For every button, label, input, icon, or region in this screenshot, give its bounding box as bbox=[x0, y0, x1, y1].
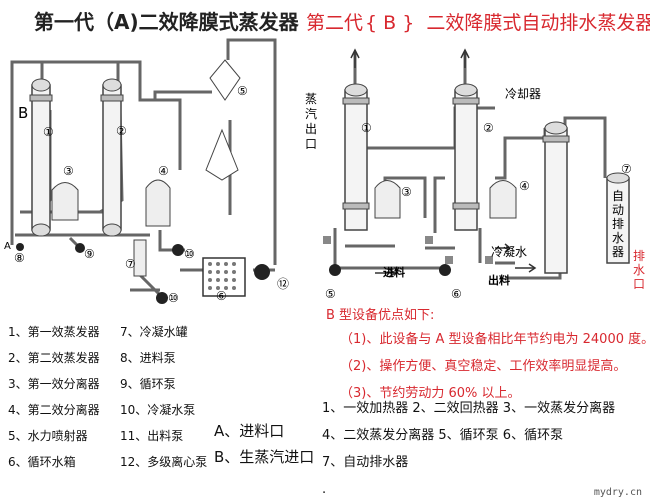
label-a-6: ⑥ bbox=[216, 289, 227, 303]
circulating-water-tank-icon bbox=[202, 257, 246, 297]
diagram-gen2: 蒸 汽 出 口 冷却器 冷凝水 进料 出料 自 动 排 水 器 排 水 口 ① … bbox=[305, 48, 645, 298]
parts-item: . bbox=[322, 482, 327, 497]
advantage-item: （2)、操作方便、真空稳定、工作效率明显提高。 bbox=[340, 359, 627, 374]
label-a-12: ⑫ bbox=[277, 277, 289, 291]
label-a-4: ④ bbox=[158, 164, 169, 178]
legend-item: A、进料口 bbox=[214, 422, 285, 440]
separator-2-icon bbox=[145, 179, 171, 227]
title-gen2-paren-close: } bbox=[402, 12, 415, 34]
label-drain-port-1: 排 bbox=[633, 249, 645, 263]
label-auto-drain-4: 水 bbox=[612, 231, 624, 245]
condensate-pump-icon bbox=[172, 244, 184, 256]
label-feed: 进料 bbox=[383, 265, 405, 279]
advantages-title: B 型设备优点如下: bbox=[326, 308, 435, 323]
legend-item: 3、第一效分离器 bbox=[8, 377, 100, 391]
label-b-4: ④ bbox=[519, 179, 530, 193]
separator-b-2-icon bbox=[489, 180, 517, 219]
legend-a-right: A、进料口 B、生蒸汽进口 bbox=[214, 418, 314, 470]
label-b-6: ⑥ bbox=[451, 287, 462, 298]
title-gen2-suffix: 二效降膜式自动排水蒸发器 bbox=[426, 12, 650, 34]
label-steam-out-3: 出 bbox=[305, 122, 317, 136]
label-auto-drain-1: 自 bbox=[612, 189, 624, 203]
circulation-pump-icon bbox=[75, 243, 85, 253]
legend-item: 12、多级离心泵 bbox=[120, 455, 208, 469]
legend-a-left: 1、第一效蒸发器 2、第二效蒸发器 3、第一效分离器 4、第二效分离器 5、水力… bbox=[8, 319, 100, 475]
legend-item: 5、水力喷射器 bbox=[8, 429, 88, 443]
label-a-8: ⑧ bbox=[14, 251, 25, 265]
label-discharge: 出料 bbox=[488, 273, 510, 287]
legend-item: 9、循环泵 bbox=[120, 377, 176, 391]
legend-a-mid: 7、冷凝水罐 8、进料泵 9、循环泵 10、冷凝水泵 11、出料泵 12、多级离… bbox=[120, 319, 207, 475]
legend-item: 4、第二效分离器 bbox=[8, 403, 100, 417]
label-b-3: ③ bbox=[401, 185, 412, 199]
discharge-pump-icon bbox=[156, 292, 168, 304]
title-gen1: 第一代（A)二效降膜式蒸发器 bbox=[34, 10, 299, 34]
legend-item: 6、循环水箱 bbox=[8, 455, 76, 469]
diagram-gen1: B A ① ② ③ ④ ⑤ ⑥ ⑦ ⑧ ⑨ ⑩ ⑩ ⑫ bbox=[4, 38, 289, 305]
label-cooler: 冷却器 bbox=[505, 87, 541, 101]
label-auto-drain-2: 动 bbox=[612, 203, 624, 217]
circulation-pump-6-icon bbox=[439, 264, 451, 276]
water-jet-ejector-icon bbox=[209, 59, 241, 101]
feed-pump-icon bbox=[16, 243, 24, 251]
advantages-list: （1)、此设备与 A 型设备相比年节约电为 24000 度。 （2)、操作方便、… bbox=[340, 326, 650, 407]
label-steam-out-4: 口 bbox=[305, 137, 317, 151]
legend-item: 11、出料泵 bbox=[120, 429, 184, 443]
circulation-pump-5-icon bbox=[329, 264, 341, 276]
evaporator-2-icon bbox=[100, 78, 124, 237]
label-a-3: ③ bbox=[63, 164, 74, 178]
label-a-5: ⑤ bbox=[237, 84, 248, 98]
label-b-7: ⑦ bbox=[621, 162, 632, 176]
label-drain-port-3: 口 bbox=[633, 277, 645, 291]
advantage-item: （3)、节约劳动力 60% 以上。 bbox=[340, 386, 521, 401]
label-b-5: ⑤ bbox=[325, 287, 336, 298]
legend-item: 7、冷凝水罐 bbox=[120, 325, 188, 339]
label-auto-drain-5: 器 bbox=[612, 245, 624, 259]
label-a-2: ② bbox=[116, 124, 127, 138]
parts-item: 1、一效加热器 2、二效回热器 3、一效蒸发分离器 bbox=[322, 401, 616, 416]
label-A: A bbox=[4, 241, 11, 252]
legend-item: B、生蒸汽进口 bbox=[214, 448, 315, 466]
label-drain-port-2: 水 bbox=[633, 263, 645, 277]
condensate-tank-icon bbox=[133, 239, 147, 277]
label-b-1: ① bbox=[361, 121, 372, 135]
legend-item: 8、进料泵 bbox=[120, 351, 176, 365]
label-a-10a: ⑩ bbox=[184, 247, 195, 261]
title-gen2-paren-open: { bbox=[365, 12, 378, 34]
heater-2-icon bbox=[452, 83, 480, 231]
valve-icons bbox=[323, 236, 493, 264]
label-a-7: ⑦ bbox=[125, 257, 136, 271]
legend-item: 1、第一效蒸发器 bbox=[8, 325, 100, 339]
parts-list: 1、一效加热器 2、二效回热器 3、一效蒸发分离器 4、二效蒸发分离器 5、循环… bbox=[322, 395, 615, 503]
parts-item: 7、自动排水器 bbox=[322, 455, 409, 470]
label-auto-drain-3: 排 bbox=[612, 217, 624, 231]
label-steam-out-2: 汽 bbox=[305, 106, 317, 121]
title-gen2-prefix: 第二代 bbox=[306, 12, 364, 34]
separator-1-icon bbox=[51, 182, 79, 221]
auto-drain-vessel-icon bbox=[606, 172, 630, 264]
legend-item: 2、第二效蒸发器 bbox=[8, 351, 100, 365]
label-a-10b: ⑩ bbox=[168, 291, 179, 305]
separator-b-1-icon bbox=[374, 180, 401, 219]
label-a-9: ⑨ bbox=[84, 247, 95, 261]
label-a-1: ① bbox=[43, 125, 54, 139]
label-condensate: 冷凝水 bbox=[491, 244, 527, 259]
label-steam-out-1: 蒸 bbox=[305, 92, 317, 106]
title-gen2: 第二代{ B } 二效降膜式自动排水蒸发器 bbox=[306, 8, 650, 35]
evaporator-1-icon bbox=[29, 78, 53, 237]
label-b-2: ② bbox=[483, 121, 494, 135]
centrifugal-pump-icon bbox=[254, 264, 270, 280]
title-gen2-letter: B bbox=[383, 12, 397, 34]
parts-item: 4、二效蒸发分离器 5、循环泵 6、循环泵 bbox=[322, 428, 564, 443]
ejector-diffuser-icon bbox=[205, 128, 239, 181]
advantage-item: （1)、此设备与 A 型设备相比年节约电为 24000 度。 bbox=[340, 332, 650, 347]
heater-1-icon bbox=[342, 83, 370, 231]
label-B: B bbox=[18, 104, 28, 122]
cooler-icon bbox=[542, 121, 570, 274]
watermark: mydry.cn bbox=[593, 487, 642, 498]
legend-item: 10、冷凝水泵 bbox=[120, 403, 196, 417]
